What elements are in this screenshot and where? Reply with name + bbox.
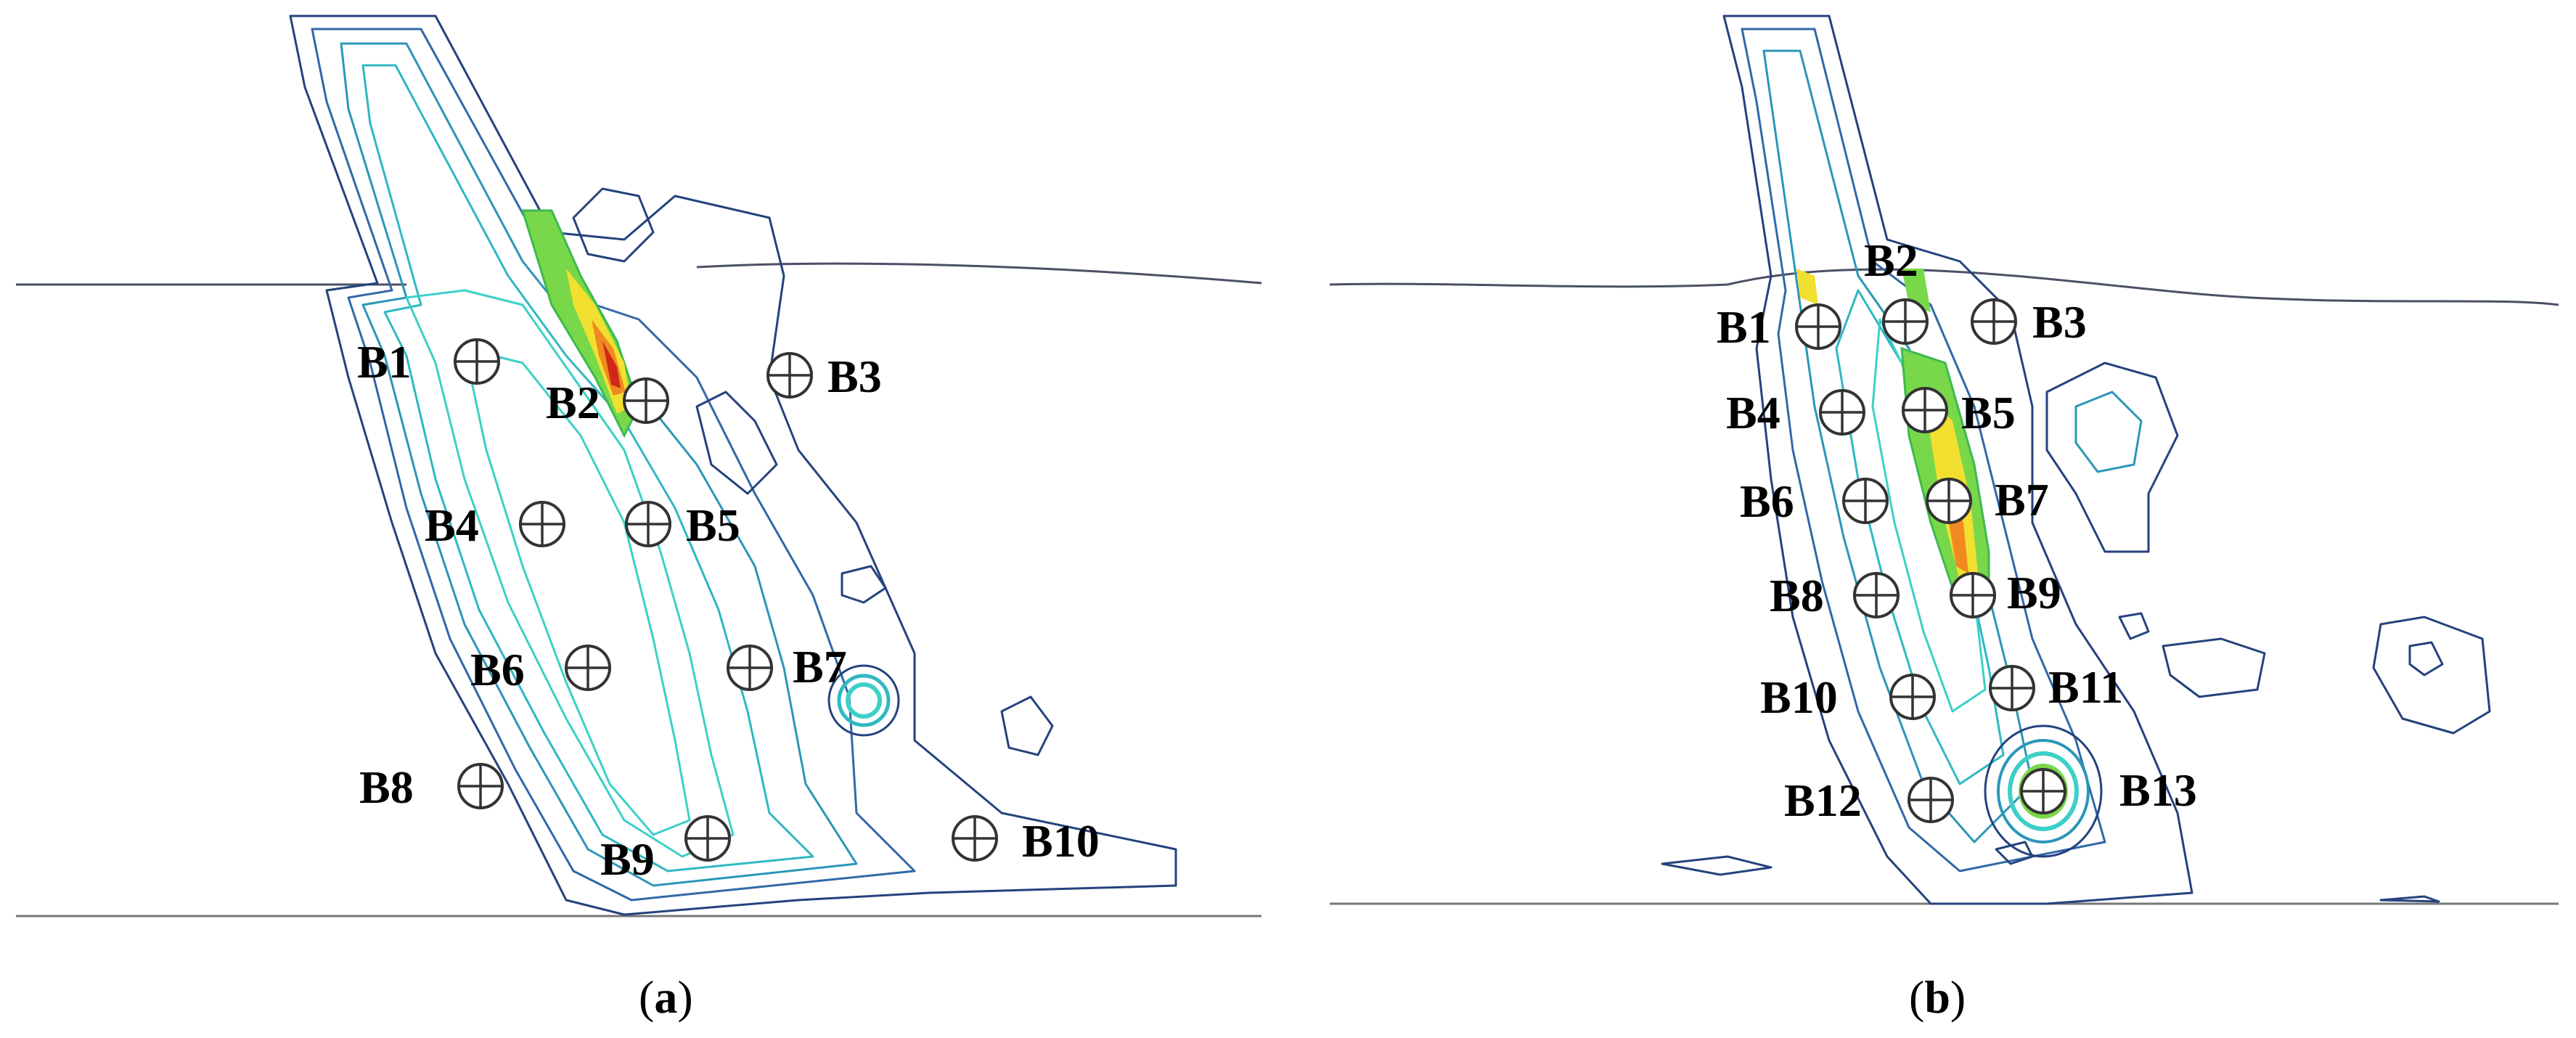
probe-label: B1 [357, 336, 412, 388]
probe-label: B10 [1022, 815, 1100, 867]
probe-label: B6 [1740, 475, 1794, 527]
probe-b1 [454, 338, 500, 385]
panel-caption-b: (b) [1909, 971, 1966, 1023]
concentration-contours [289, 15, 1177, 916]
probe-label: B5 [1961, 387, 2016, 438]
free-surface-line [696, 262, 1262, 285]
probe-b4 [1819, 389, 1865, 436]
probe-label: B8 [359, 761, 414, 813]
free-surface-line [1329, 268, 2559, 306]
probe-b3 [766, 352, 813, 399]
probe-label: B5 [686, 499, 740, 551]
probe-b8 [457, 763, 504, 809]
probe-label: B9 [600, 833, 655, 885]
panel-caption-a: (a) [639, 971, 693, 1023]
probe-label: B2 [1864, 234, 1918, 286]
probe-b2 [1882, 298, 1929, 345]
probe-label: B2 [546, 377, 600, 428]
probe-b6 [565, 645, 611, 691]
probe-label: B3 [827, 351, 882, 402]
probe-b2 [623, 377, 669, 424]
probe-markers: B1 B2 B3 B4 B5 B6 B7 B8 B9 B10 [357, 336, 1100, 885]
probe-b5 [625, 501, 671, 547]
panel-b: B1 B2 B3 B4 B5 B6 B7 B8 B9 B10 B11 B12 [1329, 15, 2559, 1023]
probe-label: B7 [793, 641, 847, 692]
probe-b3 [1971, 298, 2017, 345]
probe-label: B8 [1770, 570, 1824, 621]
probe-label: B6 [470, 644, 525, 695]
probe-b12 [1908, 777, 1954, 823]
panel-a: B1 B2 B3 B4 B5 B6 B7 B8 B9 B10 (a) [16, 15, 1262, 1023]
probe-b4 [519, 501, 565, 547]
probe-markers: B1 B2 B3 B4 B5 B6 B7 B8 B9 B10 B11 B12 [1717, 234, 2197, 826]
probe-label: B7 [1995, 474, 2049, 526]
probe-b9 [684, 815, 731, 862]
probe-b1 [1795, 303, 1841, 350]
concentration-contours [1661, 15, 2491, 905]
probe-label: B4 [1726, 387, 1780, 438]
probe-b6 [1842, 478, 1889, 524]
probe-label: B12 [1784, 775, 1862, 826]
probe-label: B11 [2048, 661, 2123, 713]
probe-b9 [1950, 572, 1996, 618]
probe-b7 [727, 645, 773, 691]
probe-label: B9 [2007, 567, 2061, 618]
probe-b8 [1853, 572, 1900, 618]
probe-b11 [1989, 665, 2035, 711]
probe-label: B13 [2119, 764, 2197, 816]
probe-label: B10 [1760, 671, 1838, 723]
probe-label: B4 [425, 499, 479, 551]
probe-b13 [2020, 768, 2066, 814]
probe-label: B1 [1717, 301, 1771, 353]
probe-b5 [1902, 387, 1948, 433]
probe-b10 [952, 815, 998, 862]
probe-b7 [1926, 478, 1972, 524]
probe-label: B3 [2032, 296, 2087, 348]
probe-b10 [1889, 674, 1936, 720]
